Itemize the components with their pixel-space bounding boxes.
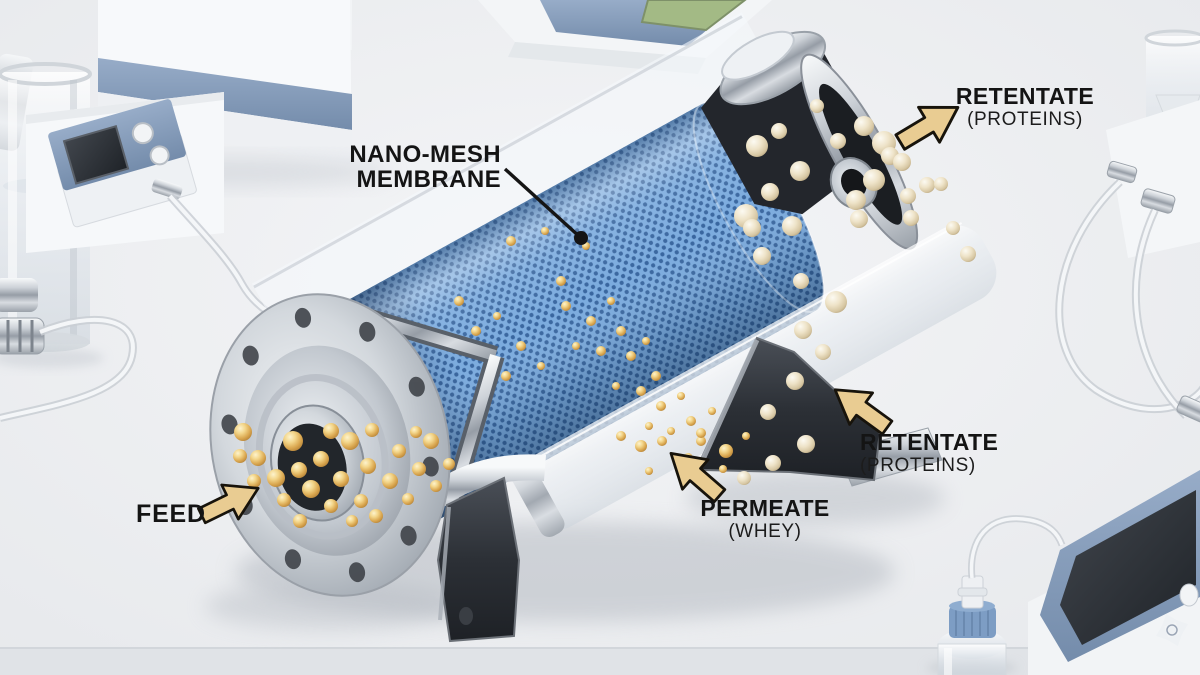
machine-screen <box>1060 490 1196 645</box>
nav-pad-icon <box>1156 614 1188 646</box>
retentate-particles <box>734 99 976 485</box>
retentate-outlet-end <box>701 30 919 250</box>
collection-bottle <box>937 515 1066 675</box>
feed-title: FEED <box>136 500 206 528</box>
scale-display <box>640 0 747 32</box>
membrane-label-line1: NANO-MESH <box>349 141 501 168</box>
retentate-top-subtitle: (PROTEINS) <box>967 109 1083 131</box>
membrane-pass-particles <box>454 227 716 446</box>
label-retentate-top: RETENTATE (PROTEINS) <box>940 84 1110 130</box>
membrane-leader-line <box>503 167 588 245</box>
label-permeate: PERMEATE (WHEY) <box>678 496 852 542</box>
stand-right <box>695 336 943 487</box>
controller-knob <box>149 145 170 166</box>
controller-knob <box>131 122 154 145</box>
permeate-title: PERMEATE <box>700 495 830 521</box>
membrane-label-line2: MEMBRANE <box>356 166 501 194</box>
machine-knob <box>1179 583 1199 607</box>
retentate-top-title: RETENTATE <box>955 83 1095 109</box>
label-membrane: NANO-MESH MEMBRANE <box>285 141 501 194</box>
leader-dot <box>574 231 588 245</box>
controller-screen <box>62 125 130 185</box>
left-tubing <box>0 278 137 422</box>
feed-flange <box>209 293 451 597</box>
label-feed: FEED <box>136 500 206 528</box>
retentate-side-title: RETENTATE <box>860 429 999 455</box>
machine-blue-band <box>98 58 352 130</box>
permeate-subtitle: (WHEY) <box>728 521 802 543</box>
background-device-right <box>1055 29 1200 423</box>
label-retentate-side: RETENTATE (PROTEINS) <box>860 430 1020 476</box>
retentate-side-subtitle: (PROTEINS) <box>860 455 976 477</box>
feed-particles <box>233 423 455 528</box>
background-machine-bottom-right <box>926 470 1200 675</box>
